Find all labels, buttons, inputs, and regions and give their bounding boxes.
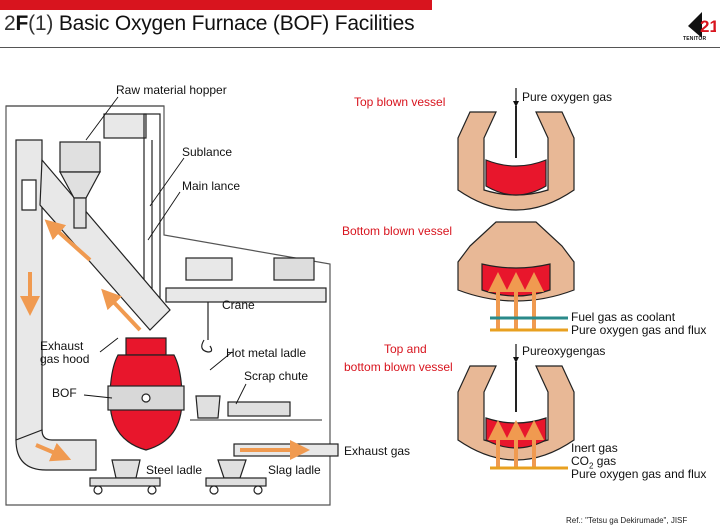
label-bottom-blown-vessel: Bottom blown vessel xyxy=(342,224,453,238)
bof-converter xyxy=(107,337,185,451)
label-top-pure-oxygen: Pure oxygen gas xyxy=(522,90,613,104)
reference-note: Ref.: "Tetsu ga Dekirumade", JISF xyxy=(566,516,688,525)
title-accent-bar xyxy=(0,0,432,10)
label-scrap-chute: Scrap chute xyxy=(244,369,309,383)
label-exhaust-hood-line1: Exhaust xyxy=(40,339,84,353)
slag-ladle-car xyxy=(205,459,267,495)
plant-building xyxy=(5,105,331,506)
label-exhaust-hood-line2: gas hood xyxy=(40,352,90,366)
label-crane: Crane xyxy=(222,298,255,312)
label-bof: BOF xyxy=(52,386,77,400)
label-co2-gas: CO2 gas xyxy=(571,454,617,471)
label-raw-material-hopper: Raw material hopper xyxy=(116,83,227,97)
combined-tuyere-arrows xyxy=(488,420,544,468)
bottom-tuyere-arrows xyxy=(488,272,544,330)
logo-caption: TENITOR xyxy=(683,36,707,42)
crane-structure xyxy=(103,113,327,353)
label-hot-metal-ladle: Hot metal ladle xyxy=(226,346,307,360)
leader-lines xyxy=(83,96,247,405)
label-combined-title-line2: bottom blown vessel xyxy=(344,360,453,374)
label-combined-title-line1: Top and xyxy=(384,342,427,356)
label-steel-ladle: Steel ladle xyxy=(146,463,203,477)
label-slag-ladle: Slag ladle xyxy=(268,463,321,477)
label-fuel-gas-coolant: Fuel gas as coolant xyxy=(571,310,676,324)
label-combined-oxygen-flux: Pure oxygen gas and flux xyxy=(571,467,707,481)
label-top-blown-vessel: Top blown vessel xyxy=(354,95,446,109)
label-inert-gas: Inert gas xyxy=(571,441,618,455)
label-exhaust-gas: Exhaust gas xyxy=(344,444,411,458)
label-combined-oxygen: Pureoxygengas xyxy=(522,344,606,358)
label-main-lance: Main lance xyxy=(182,179,241,193)
top-blown-vessel xyxy=(457,106,575,211)
logo-glyph: 21 xyxy=(700,17,716,36)
scrap-chute xyxy=(190,395,322,421)
title-divider xyxy=(0,47,720,48)
page-title: 2F(1) Basic Oxygen Furnace (BOF) Facilit… xyxy=(4,12,415,35)
label-sublance: Sublance xyxy=(182,145,233,159)
label-bottom-oxygen-flux: Pure oxygen gas and flux xyxy=(571,323,707,337)
logo-icon: 21 xyxy=(688,12,716,38)
raw-material-hopper xyxy=(58,141,102,229)
steel-ladle-car xyxy=(89,459,161,495)
